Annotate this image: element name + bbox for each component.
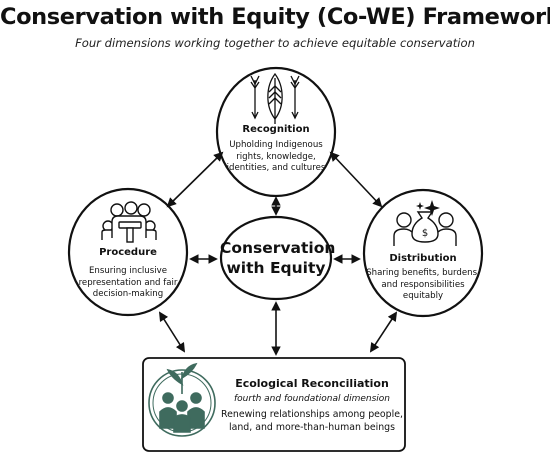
people-earth-plant-icon <box>148 362 216 437</box>
procedure-desc-line: decision-making <box>92 289 164 300</box>
recognition-desc-line: Upholding Indigenous <box>229 140 323 150</box>
ecological-heading: Ecological Reconciliation <box>235 377 389 390</box>
arrow-distribution-ecological <box>369 311 398 353</box>
page-subtitle: Four dimensions working together to achi… <box>75 36 475 50</box>
ecological-desc-line: Renewing relationships among people, <box>221 409 403 420</box>
ecological-desc-line: land, and more-than-human beings <box>229 421 395 433</box>
procedure-circle <box>67 187 189 317</box>
recognition-description: Upholding Indigenous rights, knowledge, … <box>216 140 336 175</box>
distribution-heading: Distribution <box>389 253 457 264</box>
ecological-box <box>142 357 406 452</box>
money-sharing-icon: $ <box>393 200 457 246</box>
recognition-circle <box>215 66 337 198</box>
procedure-description: Ensuring inclusive representation and fa… <box>68 266 188 301</box>
feathers-icon <box>250 72 300 124</box>
svg-text:$: $ <box>422 228 428 239</box>
recognition-desc-line: identities, and cultures <box>226 163 326 174</box>
distribution-desc-line: equitably <box>402 291 444 302</box>
procedure-heading: Procedure <box>99 247 157 258</box>
procedure-desc-line: representation and fair <box>78 277 178 288</box>
meeting-table-icon <box>101 201 157 243</box>
arrow-procedure-ecological <box>158 311 186 353</box>
center-label: Conservation with Equity <box>220 238 336 278</box>
center-label-line: Conservation <box>220 239 336 257</box>
arrow-recognition-distribution <box>329 151 383 208</box>
center-label-line: with Equity <box>226 259 326 277</box>
arrow-recognition-procedure <box>166 151 224 208</box>
recognition-desc-line: rights, knowledge, <box>236 151 316 162</box>
page-title: Conservation with Equity (Co-WE) Framewo… <box>0 4 550 30</box>
distribution-desc-line: Sharing benefits, burdens, <box>366 268 480 278</box>
ecological-description: Renewing relationships among people, lan… <box>220 409 404 434</box>
center-circle <box>219 215 333 301</box>
distribution-description: Sharing benefits, burdens, and responsib… <box>363 268 483 303</box>
distribution-desc-line: and responsibilities <box>381 279 465 290</box>
recognition-heading: Recognition <box>242 124 310 135</box>
arrows <box>158 151 398 356</box>
procedure-desc-line: Ensuring inclusive <box>89 266 167 276</box>
ecological-subheading: fourth and foundational dimension <box>233 394 390 404</box>
